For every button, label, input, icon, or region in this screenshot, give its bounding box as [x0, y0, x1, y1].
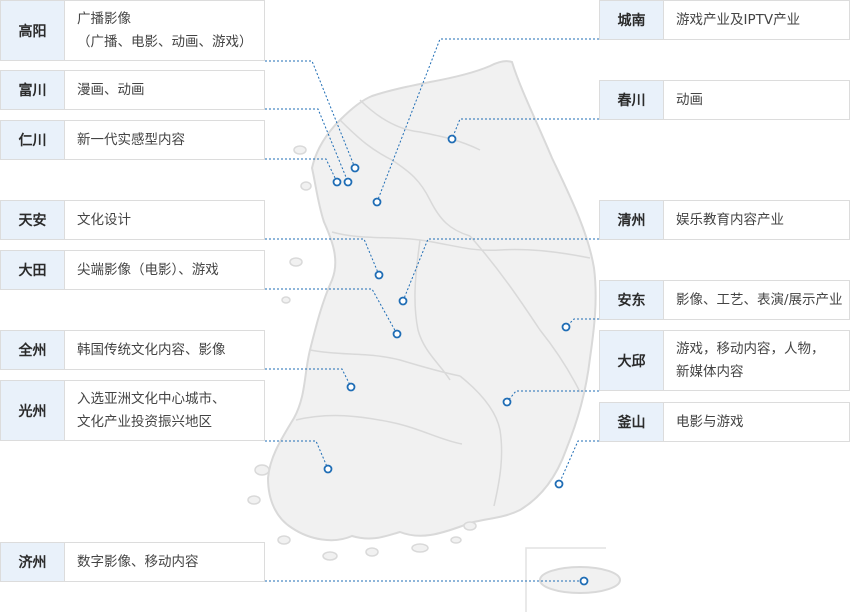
location-marker-jeju [579, 576, 589, 586]
city-name: 春川 [600, 81, 664, 119]
location-marker-busan [554, 479, 564, 489]
industry-description: 尖端影像（电影）、游戏 [65, 251, 264, 289]
leader-line-seongnam [376, 38, 599, 203]
location-markers [323, 134, 589, 586]
leader-line-jeonju [265, 368, 352, 388]
location-marker-cheonan [374, 270, 384, 280]
region-card-incheon: 仁川新一代实感型内容 [0, 120, 265, 160]
industry-line: 新媒体内容 [676, 363, 744, 380]
industry-description: 广播影像 （广播、电影、动画、游戏） [65, 1, 265, 60]
city-name: 高阳 [1, 1, 65, 60]
region-card-seongnam: 城南游戏产业及IPTV产业 [599, 0, 850, 40]
location-marker-goyang [350, 163, 360, 173]
region-card-goyang: 高阳广播影像 （广播、电影、动画、游戏） [0, 0, 265, 61]
city-name: 城南 [600, 1, 664, 39]
industry-line: 尖端影像（电影）、游戏 [77, 261, 219, 278]
industry-description: 新一代实感型内容 [65, 121, 264, 159]
region-card-jeju: 济州数字影像、移动内容 [0, 542, 265, 582]
industry-line: 新一代实感型内容 [77, 131, 185, 148]
leader-line-incheon [265, 158, 338, 183]
city-name: 全州 [1, 331, 65, 369]
leader-line-daegu [506, 390, 599, 403]
city-name: 釜山 [600, 403, 664, 441]
region-card-daejeon: 大田尖端影像（电影）、游戏 [0, 250, 265, 290]
industry-description: 韩国传统文化内容、影像 [65, 331, 264, 369]
location-marker-andong [561, 322, 571, 332]
industry-line: 娱乐教育内容产业 [676, 211, 784, 228]
location-marker-bucheon [343, 177, 353, 187]
region-card-bucheon: 富川漫画、动画 [0, 70, 265, 110]
leader-line-chuncheon [451, 118, 599, 140]
region-card-daegu: 大邱游戏，移动内容，人物， 新媒体内容 [599, 330, 850, 391]
coastal-islands [247, 145, 477, 561]
leader-line-daejeon [265, 288, 398, 335]
industry-line: 入选亚洲文化中心城市、 [77, 390, 226, 407]
industry-line: 韩国传统文化内容、影像 [77, 341, 226, 358]
city-name: 清州 [600, 201, 664, 239]
industry-line: 动画 [676, 91, 703, 108]
city-name: 富川 [1, 71, 65, 109]
region-card-andong: 安东影像、工艺、表演/展示产业 [599, 280, 850, 320]
city-name: 安东 [600, 281, 664, 319]
leader-line-gwangju [265, 440, 329, 470]
location-marker-seongnam [372, 197, 382, 207]
leader-line-cheonan [265, 238, 380, 276]
industry-line: 电影与游戏 [676, 413, 744, 430]
industry-description: 影像、工艺、表演/展示产业 [664, 281, 850, 319]
industry-line: （广播、电影、动画、游戏） [77, 33, 253, 50]
industry-line: 数字影像、移动内容 [77, 553, 199, 570]
city-name: 仁川 [1, 121, 65, 159]
leader-line-cheongju [402, 238, 599, 302]
industry-line: 游戏产业及IPTV产业 [676, 11, 801, 28]
leader-line-bucheon [265, 108, 349, 183]
leader-lines [265, 38, 599, 582]
location-marker-incheon [332, 177, 342, 187]
leader-line-busan [558, 440, 599, 485]
jeju-inset-frame [525, 547, 606, 612]
industry-line: 影像、工艺、表演/展示产业 [676, 291, 843, 308]
city-name: 大田 [1, 251, 65, 289]
city-name: 光州 [1, 381, 65, 440]
location-marker-daejeon [392, 329, 402, 339]
region-card-busan: 釜山电影与游戏 [599, 402, 850, 442]
mainland-shape [266, 60, 597, 542]
region-card-cheonan: 天安文化设计 [0, 200, 265, 240]
city-name: 济州 [1, 543, 65, 581]
industry-line: 文化设计 [77, 211, 131, 228]
location-marker-daegu [502, 397, 512, 407]
province-borders [295, 99, 591, 507]
industry-description: 游戏产业及IPTV产业 [664, 1, 849, 39]
region-card-cheongju: 清州娱乐教育内容产业 [599, 200, 850, 240]
location-marker-chuncheon [447, 134, 457, 144]
industry-description: 游戏，移动内容，人物， 新媒体内容 [664, 331, 849, 390]
industry-description: 漫画、动画 [65, 71, 264, 109]
industry-line: 游戏，移动内容，人物， [676, 340, 825, 357]
city-name: 天安 [1, 201, 65, 239]
location-marker-cheongju [398, 296, 408, 306]
industry-description: 入选亚洲文化中心城市、文化产业投资振兴地区 [65, 381, 264, 440]
industry-description: 动画 [664, 81, 849, 119]
region-card-gwangju: 光州入选亚洲文化中心城市、文化产业投资振兴地区 [0, 380, 265, 441]
region-card-chuncheon: 春川动画 [599, 80, 850, 120]
industry-description: 电影与游戏 [664, 403, 849, 441]
location-marker-jeonju [346, 382, 356, 392]
industry-description: 娱乐教育内容产业 [664, 201, 849, 239]
industry-line: 广播影像 [77, 10, 131, 27]
industry-description: 文化设计 [65, 201, 264, 239]
region-card-jeonju: 全州韩国传统文化内容、影像 [0, 330, 265, 370]
industry-description: 数字影像、移动内容 [65, 543, 264, 581]
industry-line: 漫画、动画 [77, 81, 145, 98]
location-marker-gwangju [323, 464, 333, 474]
industry-line: 文化产业投资振兴地区 [77, 413, 212, 430]
city-name: 大邱 [600, 331, 664, 390]
